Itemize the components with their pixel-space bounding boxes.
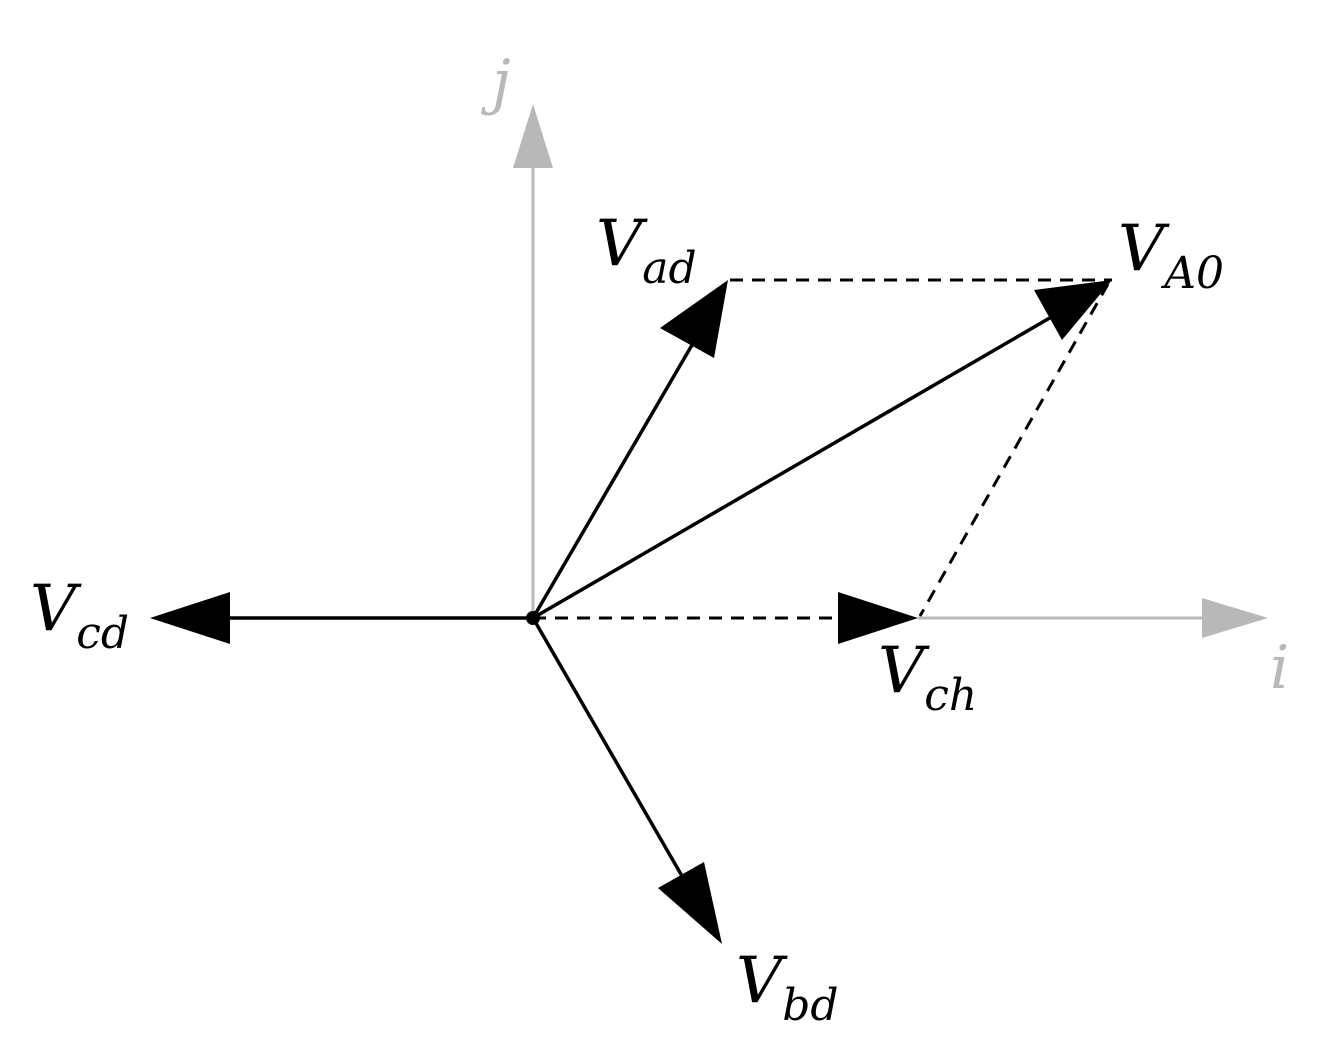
- label-v-ad-subscript: ad: [642, 243, 696, 294]
- label-v-cd-subscript: cd: [76, 608, 129, 659]
- label-v-ch-subscript: ch: [924, 670, 977, 721]
- vector-a0: [532, 280, 1112, 620]
- label-v-bd-subscript: bd: [782, 980, 838, 1031]
- vector-cd-arrowhead: [150, 592, 230, 644]
- vector-bd-arrowhead: [658, 862, 722, 944]
- construction-lines: [533, 278, 1112, 620]
- i-axis: i: [918, 598, 1289, 703]
- vector-a0-line: [532, 310, 1061, 620]
- label-v-ad: Vad: [596, 207, 697, 294]
- j-axis-arrowhead: [513, 104, 553, 168]
- label-v-cd-letter: V: [30, 572, 82, 646]
- vector-bd: [531, 617, 722, 944]
- label-v-bd-letter: V: [736, 944, 788, 1018]
- label-v-ch: Vch: [878, 634, 977, 721]
- vector-ad: [531, 280, 728, 619]
- label-v-ad-letter: V: [596, 207, 648, 281]
- vector-ad-arrowhead: [660, 280, 728, 358]
- label-v-a0-letter: V: [1118, 212, 1170, 286]
- origin-point: [526, 611, 540, 625]
- i-axis-label: i: [1270, 633, 1289, 703]
- label-v-a0: VA0: [1118, 212, 1224, 299]
- label-v-a0-subscript: A0: [1160, 248, 1224, 299]
- label-v-bd: Vbd: [736, 944, 839, 1031]
- label-v-cd: Vcd: [30, 572, 129, 659]
- i-axis-arrowhead: [1202, 598, 1268, 638]
- j-axis-label: j: [481, 47, 511, 117]
- vector-a0-arrowhead: [1034, 280, 1112, 340]
- vector-ch-arrowhead: [838, 592, 918, 644]
- vector-ch: [838, 592, 918, 644]
- vector-ad-line: [531, 344, 694, 619]
- vector-cd: [150, 592, 533, 644]
- dashed-line-a0-to-ch: [918, 283, 1110, 617]
- label-v-ch-letter: V: [878, 634, 930, 708]
- vector-bd-line: [531, 617, 684, 877]
- j-axis: j: [481, 47, 553, 618]
